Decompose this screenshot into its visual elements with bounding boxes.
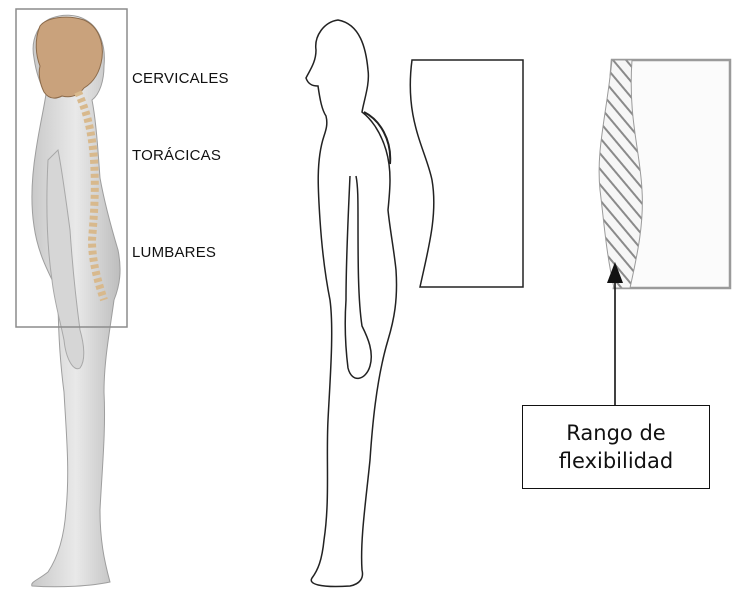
- curve-shape: [410, 60, 523, 287]
- curve-shape-outline: [410, 60, 523, 287]
- outline-arm: [345, 176, 371, 378]
- outline-back-curve: [364, 112, 390, 164]
- flexibility-callout-box: Rango de flexibilidad: [522, 405, 710, 489]
- callout-line-1: Rango de: [566, 419, 665, 447]
- anatomy-figure: [16, 9, 127, 587]
- outline-figure: [306, 20, 397, 587]
- label-toracicas: TORÁCICAS: [132, 147, 221, 164]
- label-lumbares: LUMBARES: [132, 244, 216, 261]
- label-cervicales: CERVICALES: [132, 70, 229, 87]
- callout-line-2: flexibilidad: [559, 447, 673, 475]
- flex-shape: [599, 60, 730, 288]
- outline-body: [306, 20, 397, 587]
